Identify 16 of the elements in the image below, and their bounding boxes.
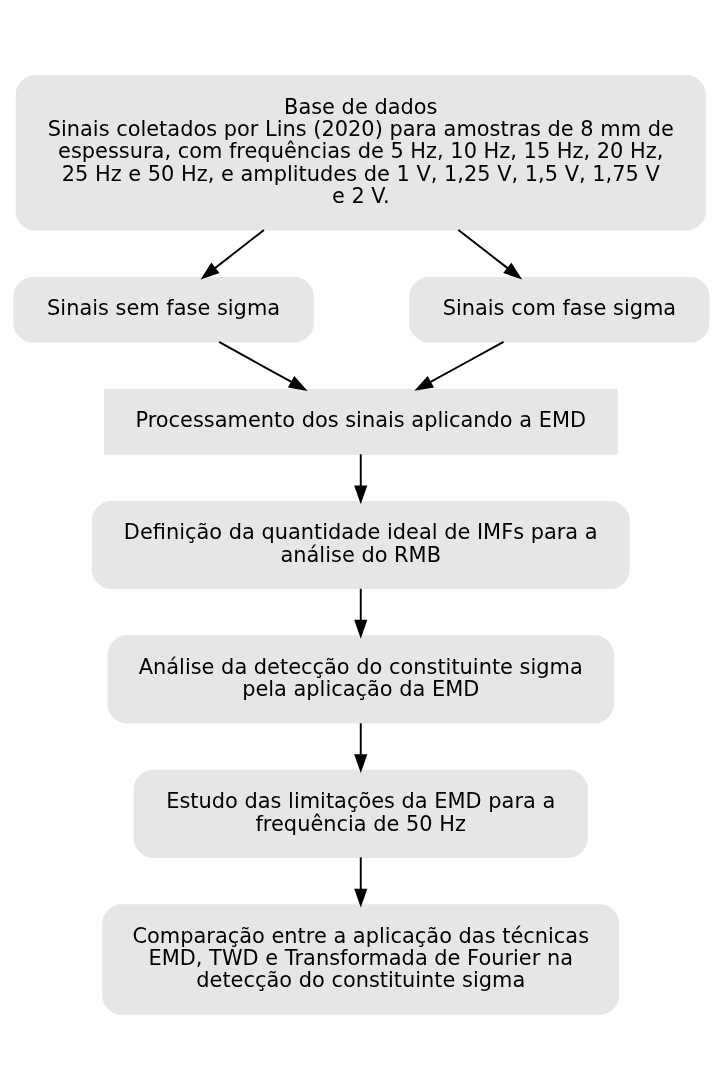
arrow [354,856,368,908]
arrow [354,587,368,639]
arrow [354,453,368,505]
node-box: Estudo das limitações da EMD para a frequência de 50 Hz [133,769,588,858]
node-box: Comparação entre a aplicação das técnicas EMD, TWD e Transformada de Fourier na detecção do constituinte sigma [102,904,620,1015]
arrow [218,340,308,391]
node-box: Sinais sem fase sigma [13,276,314,343]
node-box: Base de dados Sinais coletados por Lins (2020) para amostras de 8 mm de espessura, com frequências de 5 Hz, 10 Hz, 15 Hz, 20 Hz, 25 Hz e 50 Hz, e amplitudes de 1 V, 1,25 V, 1,5 V, 1,75 V e 2 V. [15,75,706,231]
arrow [200,229,265,280]
arrow [414,340,505,391]
arrow [457,229,523,280]
node-box: Análise da detecção do constituinte sigma pela aplicação da EMD [107,635,614,724]
node-box: Processamento dos sinais aplicando a EMD [103,388,618,455]
node-box: Definição da quantidade ideal de IMFs para a análise do RMB [91,500,630,590]
arrow [354,722,368,774]
node-box: Sinais com fase sigma [409,276,710,343]
